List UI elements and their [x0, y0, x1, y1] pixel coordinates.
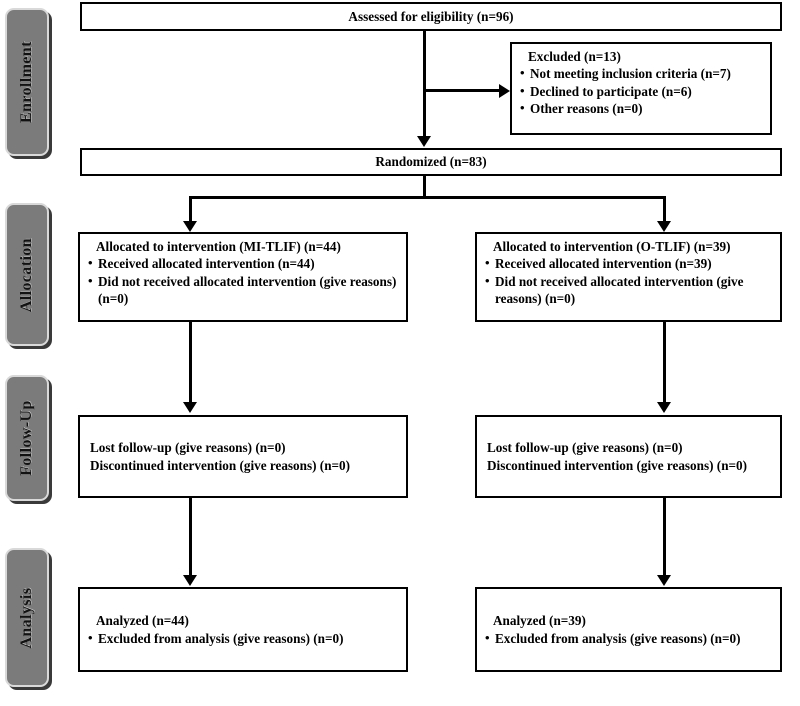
- box-allocation-left: Allocated to intervention (MI-TLIF) (n=4…: [78, 232, 408, 322]
- box-followup-left-line-0: Lost follow-up (give reasons) (n=0): [90, 440, 286, 456]
- connector-randomized-to-left-allocation: [189, 196, 192, 225]
- stage-tab-analysis: Analysis: [5, 548, 49, 687]
- box-allocation-right-item-1: Did not received allocated intervention …: [485, 272, 772, 308]
- box-excluded-title: Excluded (n=13): [528, 49, 621, 64]
- stage-tab-enrollment-label: Enrollment: [18, 41, 35, 123]
- stage-tab-follow-up: Follow-Up: [5, 375, 49, 501]
- connector-right-allocation-to-followup: [663, 322, 666, 405]
- arrow-right-allocation-to-followup: [657, 402, 671, 413]
- box-excluded-item-1: Declined to participate (n=6): [520, 82, 762, 100]
- box-allocation-right-item-0: Received allocated intervention (n=39): [485, 254, 772, 272]
- stage-tab-follow-up-label: Follow-Up: [18, 400, 35, 476]
- stage-tab-allocation: Allocation: [5, 203, 49, 346]
- connector-randomized-split: [189, 196, 666, 199]
- connector-to-excluded: [424, 89, 502, 92]
- box-randomized-title: Randomized (n=83): [375, 154, 487, 170]
- connector-randomized-to-right-allocation: [663, 196, 666, 225]
- box-analysis-right: Analyzed (n=39) Excluded from analysis (…: [475, 587, 782, 672]
- connector-assessed-to-randomized: [423, 31, 426, 139]
- box-followup-left-line-1: Discontinued intervention (give reasons)…: [90, 457, 351, 473]
- arrow-left-allocation-to-followup: [183, 402, 197, 413]
- box-excluded-item-2: Other reasons (n=0): [520, 99, 762, 117]
- box-allocation-right-title: Allocated to intervention (O-TLIF) (n=39…: [493, 239, 731, 254]
- box-analysis-right-item-0: Excluded from analysis (give reasons) (n…: [485, 628, 772, 647]
- box-allocation-left-item-0: Received allocated intervention (n=44): [88, 254, 398, 272]
- arrow-assessed-to-randomized: [417, 136, 431, 147]
- connector-left-followup-to-analysis: [189, 498, 192, 578]
- stage-tab-analysis-label: Analysis: [18, 587, 35, 648]
- stage-tab-allocation-label: Allocation: [18, 237, 35, 312]
- box-followup-right-line-0: Lost follow-up (give reasons) (n=0): [487, 440, 683, 456]
- connector-left-allocation-to-followup: [189, 322, 192, 405]
- arrow-to-right-allocation: [657, 221, 671, 232]
- box-followup-right-line-1: Discontinued intervention (give reasons)…: [487, 457, 748, 473]
- box-excluded-item-0: Not meeting inclusion criteria (n=7): [520, 64, 762, 82]
- box-followup-right: Lost follow-up (give reasons) (n=0) Disc…: [475, 415, 782, 498]
- box-allocation-right: Allocated to intervention (O-TLIF) (n=39…: [475, 232, 782, 322]
- box-randomized: Randomized (n=83): [80, 148, 782, 176]
- box-allocation-left-title: Allocated to intervention (MI-TLIF) (n=4…: [96, 239, 341, 254]
- box-followup-left: Lost follow-up (give reasons) (n=0) Disc…: [78, 415, 408, 498]
- box-allocation-left-item-1: Did not received allocated intervention …: [88, 272, 398, 308]
- box-assessed-title: Assessed for eligibility (n=96): [348, 8, 514, 24]
- arrow-to-left-allocation: [183, 221, 197, 232]
- box-analysis-left: Analyzed (n=44) Excluded from analysis (…: [78, 587, 408, 672]
- box-assessed-for-eligibility: Assessed for eligibility (n=96): [80, 2, 782, 31]
- stage-tab-enrollment: Enrollment: [5, 8, 49, 156]
- box-analysis-right-title: Analyzed (n=39): [493, 613, 586, 629]
- arrow-right-followup-to-analysis: [657, 575, 671, 586]
- arrow-to-excluded: [499, 84, 510, 98]
- box-excluded: Excluded (n=13) Not meeting inclusion cr…: [510, 42, 772, 135]
- arrow-left-followup-to-analysis: [183, 575, 197, 586]
- connector-right-followup-to-analysis: [663, 498, 666, 578]
- box-analysis-left-title: Analyzed (n=44): [96, 613, 189, 629]
- box-analysis-left-item-0: Excluded from analysis (give reasons) (n…: [88, 628, 398, 647]
- connector-randomized-stem: [423, 176, 426, 198]
